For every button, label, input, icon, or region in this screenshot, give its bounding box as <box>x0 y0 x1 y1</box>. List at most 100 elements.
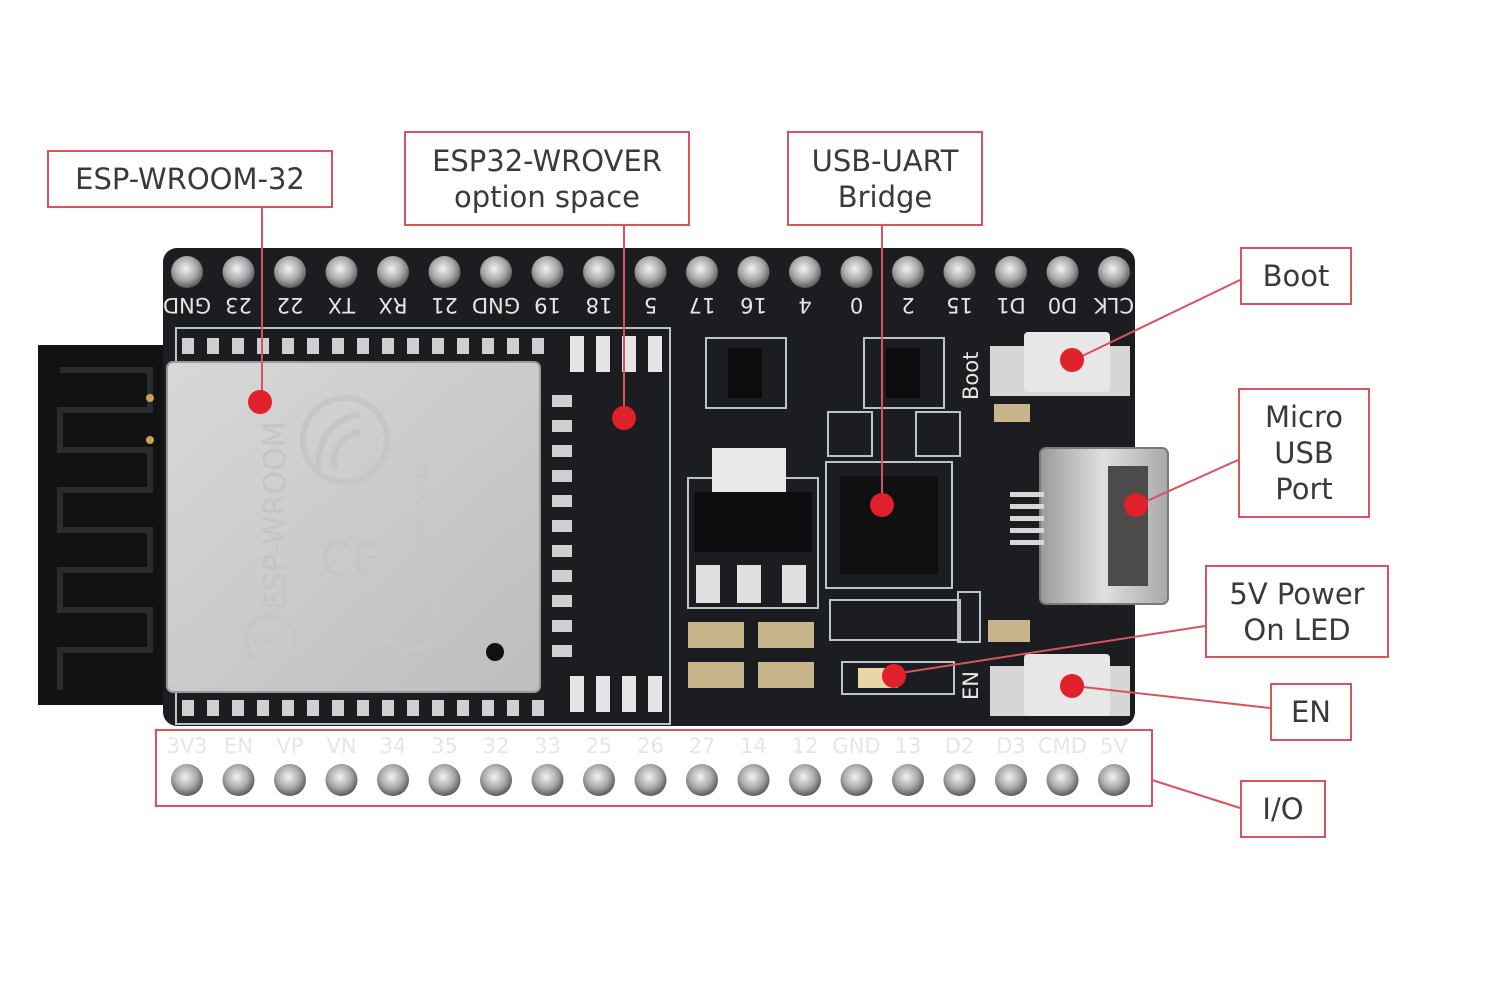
pin-label: 27 <box>689 734 716 758</box>
header-pin <box>789 256 821 288</box>
pin-label: 32 <box>483 734 510 758</box>
pin-label: 33 <box>534 734 561 758</box>
pin-label: VN <box>326 734 356 758</box>
pin-label: 16 <box>740 293 767 317</box>
header-pin <box>480 256 512 288</box>
module-pads-bottom <box>182 700 544 716</box>
header-pin <box>583 764 615 796</box>
header-pin <box>1046 764 1079 796</box>
pin1-dot <box>486 643 504 661</box>
ce-mark: CE <box>320 532 381 586</box>
callout-esp-wroom-32: ESP-WROOM-32 <box>47 150 333 208</box>
regulator-leg <box>782 565 806 603</box>
callout-boot: Boot <box>1240 247 1352 305</box>
pin-label: TX <box>328 293 356 317</box>
wrover-pads <box>570 336 662 712</box>
antenna-dot <box>146 394 154 402</box>
header-pin <box>377 256 409 288</box>
regulator-body <box>694 492 812 552</box>
en-silkscreen: EN <box>959 671 983 700</box>
transistor-outline <box>863 337 945 409</box>
pin-label: 35 <box>431 734 458 758</box>
pin-label: 23 <box>225 293 252 317</box>
pin-label: 15 <box>946 293 973 317</box>
module-pads-side <box>552 395 572 657</box>
pin-label: 3V3 <box>166 734 207 758</box>
header-pin <box>531 764 564 796</box>
header-pin <box>1098 256 1130 288</box>
header-pin <box>686 764 718 796</box>
io-bracket <box>155 729 1153 807</box>
header-pin <box>995 764 1027 796</box>
header-pin <box>737 764 770 796</box>
callout-micro-usb-port: Micro USB Port <box>1238 388 1370 518</box>
pin-label: 5 <box>644 293 657 317</box>
callout-usb-uart-bridge: USB-UART Bridge <box>787 131 983 226</box>
header-pin <box>892 764 924 796</box>
header-pin <box>686 256 718 288</box>
pin-label: RX <box>379 293 408 317</box>
bottom-header-pins <box>171 764 1130 796</box>
usb-uart-chip <box>840 476 938 574</box>
header-pin <box>892 256 924 288</box>
callout-wrover-space: ESP32-WROVER option space <box>404 131 690 226</box>
leader-lines <box>261 208 1271 809</box>
header-pin <box>943 256 976 288</box>
pin-label: 5V <box>1100 734 1128 758</box>
regulator-tab <box>712 448 786 492</box>
module-pads-top <box>182 338 544 354</box>
regulator-leg <box>737 565 761 603</box>
header-pin <box>943 764 976 796</box>
header-pin <box>634 764 667 796</box>
callout-en: EN <box>1270 683 1352 741</box>
callout-markers <box>248 348 1148 698</box>
module-text: ESP-WROOM <box>258 421 293 610</box>
header-pin <box>737 256 770 288</box>
usb-uart-chip-outline <box>825 461 953 589</box>
antenna-dot <box>146 436 154 444</box>
header-pin <box>325 256 358 288</box>
header-pin <box>480 764 512 796</box>
pin-label: GND <box>472 293 520 317</box>
header-pin <box>1098 764 1130 796</box>
pin-label: D1 <box>996 293 1026 317</box>
header-pin <box>222 256 255 288</box>
module-silkscreen: ESP-WROOM FCC ID: 2AC7Z-ESPWROOM32 <box>258 421 428 630</box>
header-pin <box>583 256 615 288</box>
pin-label: GND <box>163 293 211 317</box>
callout-io: I/O <box>1240 780 1326 838</box>
pin-label: 22 <box>277 293 304 317</box>
header-pin <box>995 256 1027 288</box>
pin-label: CMD <box>1038 734 1087 758</box>
header-pin <box>377 764 409 796</box>
pin-label: 14 <box>740 734 767 758</box>
pin-label: 18 <box>586 293 613 317</box>
boot-silkscreen: Boot <box>959 352 983 400</box>
header-pin <box>274 764 306 796</box>
micro-usb-housing <box>1039 447 1169 605</box>
usb-traces <box>1010 492 1044 545</box>
header-pin <box>789 764 821 796</box>
transistor-body <box>886 348 920 398</box>
header-pin <box>634 256 667 288</box>
rohs-mark <box>378 588 442 652</box>
svg-text:WiFi: WiFi <box>252 631 284 650</box>
header-pin <box>325 764 358 796</box>
antenna-trace <box>57 367 153 690</box>
pin-label: D0 <box>1048 293 1078 317</box>
passive-components <box>688 404 1030 688</box>
pin-label: GND <box>832 734 880 758</box>
top-header-pins <box>171 256 1130 288</box>
header-pin <box>428 764 461 796</box>
pin-label: 17 <box>689 293 716 317</box>
esp-wroom-32-module <box>166 361 541 693</box>
pin-label: 19 <box>534 293 561 317</box>
pin-label: D2 <box>945 734 975 758</box>
pin-label: 2 <box>901 293 914 317</box>
header-pin <box>171 256 203 288</box>
header-pin <box>171 764 203 796</box>
header-pin <box>222 764 255 796</box>
header-pin <box>531 256 564 288</box>
